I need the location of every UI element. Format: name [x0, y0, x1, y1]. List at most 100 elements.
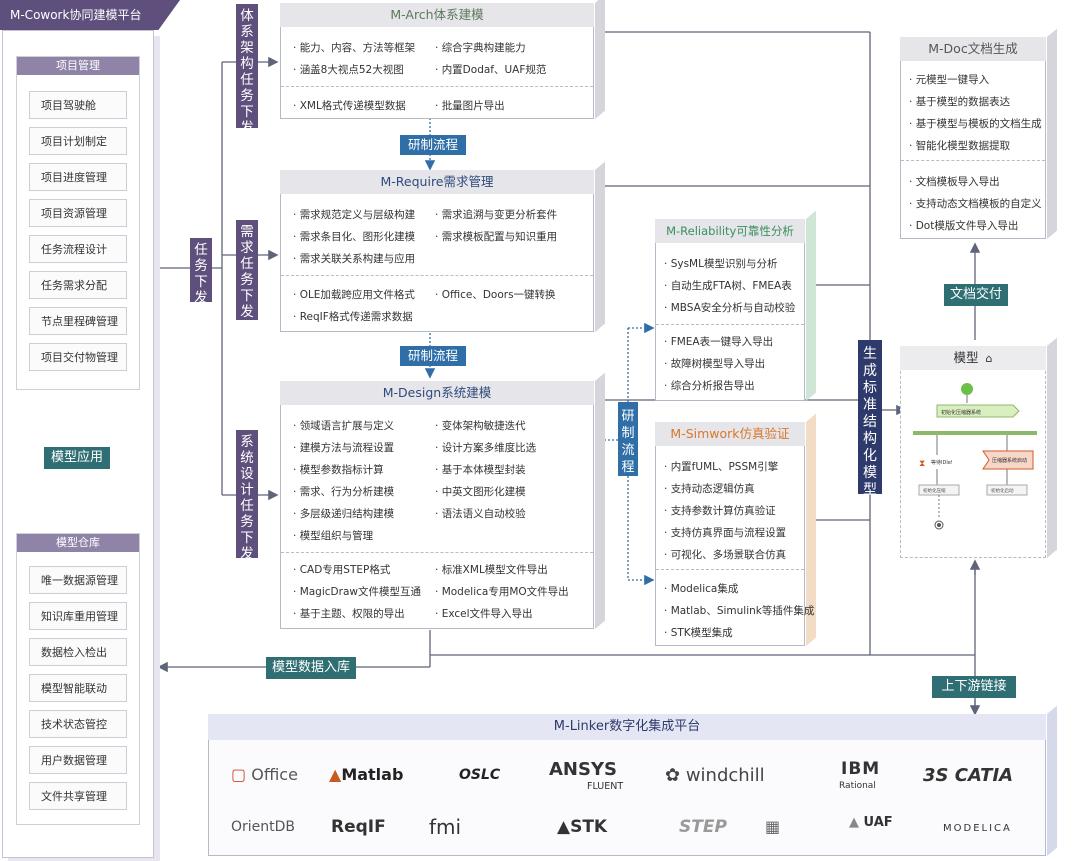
reliability-item: 自动生成FTA树、FMEA表	[664, 278, 792, 293]
require-item: 需求追溯与变更分析套件	[435, 207, 558, 222]
arch-box: M-Arch体系建模 能力、内容、方法等框架 综合字典构建能力 涵盖8大视点52…	[280, 0, 605, 120]
require-item: 需求关联关系构建与应用	[293, 251, 416, 266]
design-item: 标准XML模型文件导出	[435, 562, 548, 577]
uaf-logo-text: UAF	[863, 815, 893, 830]
design-item: 语法语义自动校验	[435, 506, 526, 521]
arch-item: XML格式传递模型数据	[293, 98, 406, 113]
design-title: M-Design系统建模	[280, 381, 594, 405]
project-item-deliverable[interactable]: 项目交付物管理	[29, 343, 127, 371]
linker-title: M-Linker数字化集成平台	[208, 714, 1046, 740]
model-repository-title: 模型仓库	[17, 534, 139, 552]
design-item: 领域语言扩展与定义	[293, 418, 395, 433]
hourglass-icon: ⧗	[919, 459, 925, 469]
doc-item: 文档模板导入导出	[909, 174, 1000, 189]
matlab-logo-text: Matlab	[341, 765, 404, 784]
windchill-logo-text: windchill	[685, 765, 765, 786]
model-box-title: 模型	[953, 350, 979, 365]
doc-item: Dot模版文件导入导出	[909, 218, 1019, 233]
initial-node	[961, 383, 973, 395]
repo-item-tech-state[interactable]: 技术状态管控	[29, 710, 127, 738]
dev-flow-tag-3: 研制流程	[618, 402, 638, 476]
design-item: Modelica专用MO文件导出	[435, 584, 569, 599]
sys-task-text: 系统设计任务下发	[240, 434, 254, 562]
project-management-title: 项目管理	[17, 57, 139, 75]
cube-icon: ▦	[765, 817, 781, 836]
reliability-box: M-Reliability可靠性分析 SysML模型识别与分析 自动生成FTA树…	[655, 210, 816, 401]
repo-item-single-source[interactable]: 唯一数据源管理	[29, 566, 127, 594]
simwork-item: Matlab、Simulink等插件集成	[664, 603, 815, 618]
design-item: Excel文件导入导出	[435, 606, 533, 621]
doc-item: 支持动态文档模板的自定义	[909, 196, 1042, 211]
generate-model-tag: 生成标准结构化模型	[858, 340, 882, 498]
model-box: 模型 ⌂ 初始化压缩器系统 ⧗ 等待IDle! 压缩器系统启动 初始化压缩 初始…	[900, 337, 1057, 558]
design-item: 基于主题、权限的导出	[293, 606, 405, 621]
uaf-logo: ▲ UAF	[849, 815, 893, 830]
repo-item-user-data[interactable]: 用户数据管理	[29, 746, 127, 774]
simwork-item: 支持动态逻辑仿真	[664, 481, 755, 496]
up-down-link-tag: 上下游链接	[932, 676, 1016, 698]
design-item: 基于本体模型封装	[435, 462, 526, 477]
dev-flow-tag-1: 研制流程	[400, 135, 466, 155]
reqif-logo-text: ReqIF	[331, 817, 386, 837]
design-item: 设计方案多维度比选	[435, 440, 537, 455]
repo-item-checkin[interactable]: 数据检入检出	[29, 638, 127, 666]
rational-logo: Rational	[839, 781, 876, 791]
model-application-tag: 模型应用	[44, 447, 110, 469]
req-task-tag: 需求任务下发	[236, 220, 258, 320]
doc-delivery-tag: 文档交付	[944, 284, 1008, 306]
project-item-plan[interactable]: 项目计划制定	[29, 127, 127, 155]
require-item: ReqIF格式传递需求数据	[293, 309, 413, 324]
doc-title: M-Doc文档生成	[900, 37, 1046, 61]
catia-logo-text: CATIA	[954, 765, 1014, 786]
stk-logo: ▲STK	[557, 817, 608, 837]
model-store-tag: 模型数据入库	[266, 657, 356, 679]
reliability-item: FMEA表一键导入导出	[664, 334, 773, 349]
repo-item-knowledge[interactable]: 知识库重用管理	[29, 602, 127, 630]
generate-model-text: 生成标准结构化模型	[863, 346, 877, 498]
project-item-resource[interactable]: 项目资源管理	[29, 199, 127, 227]
design-item: 模型组织与管理	[293, 528, 374, 543]
design-item: 模型参数指标计算	[293, 462, 384, 477]
simwork-item: 支持仿真界面与流程设置	[664, 525, 787, 540]
model-icon: ⌂	[985, 352, 993, 365]
project-item-task-assign[interactable]: 任务需求分配	[29, 271, 127, 299]
step-logo-text: STEP	[679, 817, 727, 837]
state-node-4-label: 初始化启动	[991, 487, 1014, 494]
fork-bar	[913, 431, 1037, 435]
design-item: MagicDraw文件模型互通	[293, 584, 421, 599]
orientdb-logo-text: OrientDB	[231, 819, 296, 835]
project-item-progress[interactable]: 项目进度管理	[29, 163, 127, 191]
require-title: M-Require需求管理	[280, 170, 594, 194]
require-item: OLE加载跨应用文件格式	[293, 287, 415, 302]
design-item: 需求、行为分析建模	[293, 484, 395, 499]
step-logo: STEP	[679, 817, 727, 837]
repo-item-file-share[interactable]: 文件共享管理	[29, 782, 127, 810]
matlab-logo: ▲Matlab	[329, 765, 404, 784]
require-item: 需求条目化、图形化建模	[293, 229, 416, 244]
modelica-logo: MODELICA	[943, 823, 1012, 834]
arch-item: 涵盖8大视点52大视图	[293, 62, 404, 77]
arch-item: 内置Dodaf、UAF规范	[435, 62, 547, 77]
require-box: M-Require需求管理 需求规范定义与层级构建 需求追溯与变更分析套件 需求…	[280, 161, 605, 332]
doc-item: 智能化模型数据提取	[909, 138, 1011, 153]
fmi-logo: fmi	[429, 815, 461, 839]
linker-box: M-Linker数字化集成平台 ▢ Office ▲Matlab OSLC AN…	[208, 705, 1057, 856]
dev-flow-tag-2: 研制流程	[400, 346, 466, 366]
doc-item: 基于模型的数据表达	[909, 94, 1011, 109]
ibm-logo: IBM	[841, 759, 880, 779]
orientdb-logo: OrientDB	[231, 819, 295, 835]
oslc-logo: OSLC	[459, 767, 500, 783]
design-item: 建模方法与流程设置	[293, 440, 395, 455]
project-item-flow-design[interactable]: 任务流程设计	[29, 235, 127, 263]
repo-item-linkage[interactable]: 模型智能联动	[29, 674, 127, 702]
require-item: 需求模板配置与知识重用	[435, 229, 558, 244]
model-state-diagram: 初始化压缩器系统 ⧗ 等待IDle! 压缩器系统启动 初始化压缩 初始化启动	[913, 383, 1037, 530]
design-item: 中英文图形化建模	[435, 484, 526, 499]
stk-logo-text: STK	[570, 817, 608, 837]
project-item-cockpit[interactable]: 项目驾驶舱	[29, 91, 127, 119]
project-item-milestone[interactable]: 节点里程碑管理	[29, 307, 127, 335]
state-node-1-label: 初始化压缩器系统	[941, 409, 981, 416]
simwork-item: 内置fUML、PSSM引擎	[664, 459, 779, 474]
office-logo: ▢ Office	[231, 765, 298, 784]
simwork-item: 可视化、多场景联合仿真	[664, 547, 787, 562]
